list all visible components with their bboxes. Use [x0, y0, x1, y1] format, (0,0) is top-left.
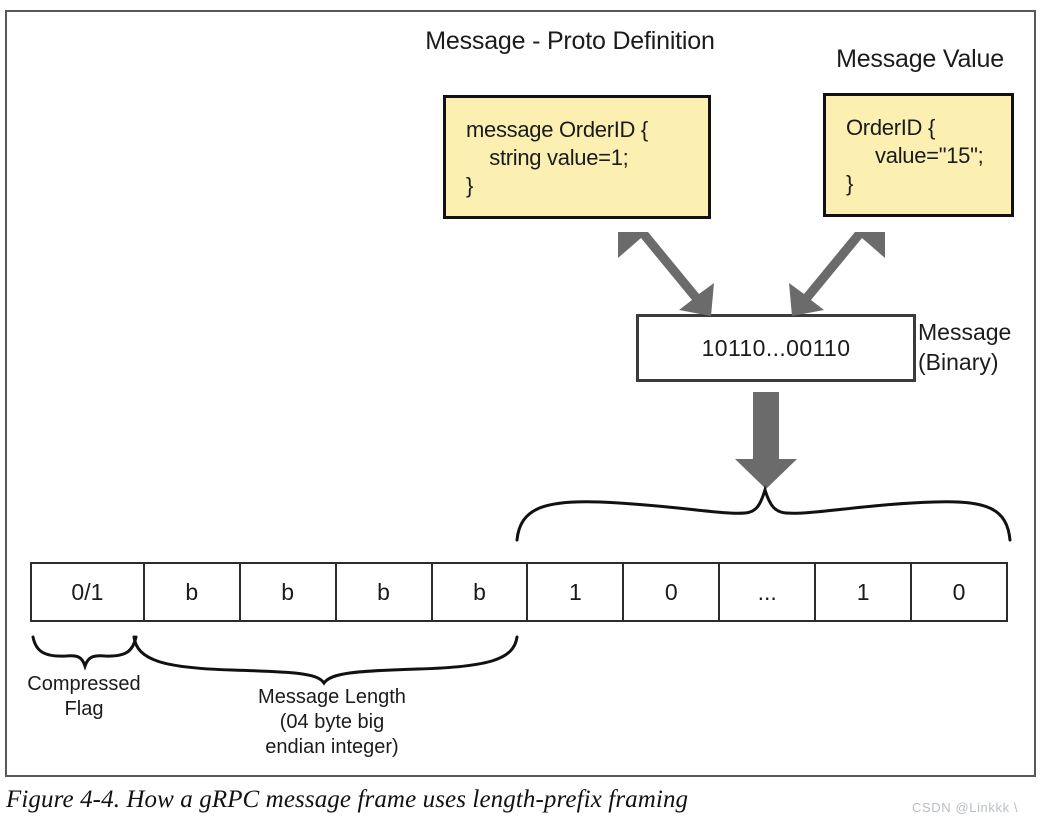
binary-message-box: 10110...00110 [636, 314, 916, 382]
binary-message-label: Message (Binary) [918, 319, 1012, 375]
cell-payload-bit-2: 0 [624, 564, 721, 620]
note-proto-definition-text: message OrderID { string value=1; } [466, 117, 648, 198]
cell-length-byte-1: b [145, 564, 241, 620]
compressed-flag-label: Compressed Flag [27, 673, 141, 720]
message-length-label: Message Length (04 byte big endian integ… [258, 686, 406, 758]
proto-definition-title: Message - Proto Definition [425, 27, 715, 55]
note-proto-definition: message OrderID { string value=1; } [443, 95, 711, 219]
cell-payload-bit-3: 1 [816, 564, 913, 620]
cell-length-byte-3: b [337, 564, 433, 620]
note-message-value: OrderID { value="15"; } [823, 93, 1014, 217]
note-message-value-text: OrderID { value="15"; } [846, 115, 984, 196]
cell-length-byte-4: b [433, 564, 529, 620]
figure-caption: Figure 4-4. How a gRPC message frame use… [6, 786, 689, 813]
binary-message-bits: 10110...00110 [701, 334, 851, 361]
cell-length-byte-2: b [241, 564, 337, 620]
cell-compressed-flag: 0/1 [32, 564, 145, 620]
cell-payload-ellipsis: ... [720, 564, 817, 620]
watermark-text: CSDN @Linkkk \ [912, 800, 1019, 815]
cell-payload-bit-4: 0 [912, 564, 1008, 620]
cell-payload-bit-1: 1 [528, 564, 625, 620]
message-value-title: Message Value [836, 45, 1004, 73]
